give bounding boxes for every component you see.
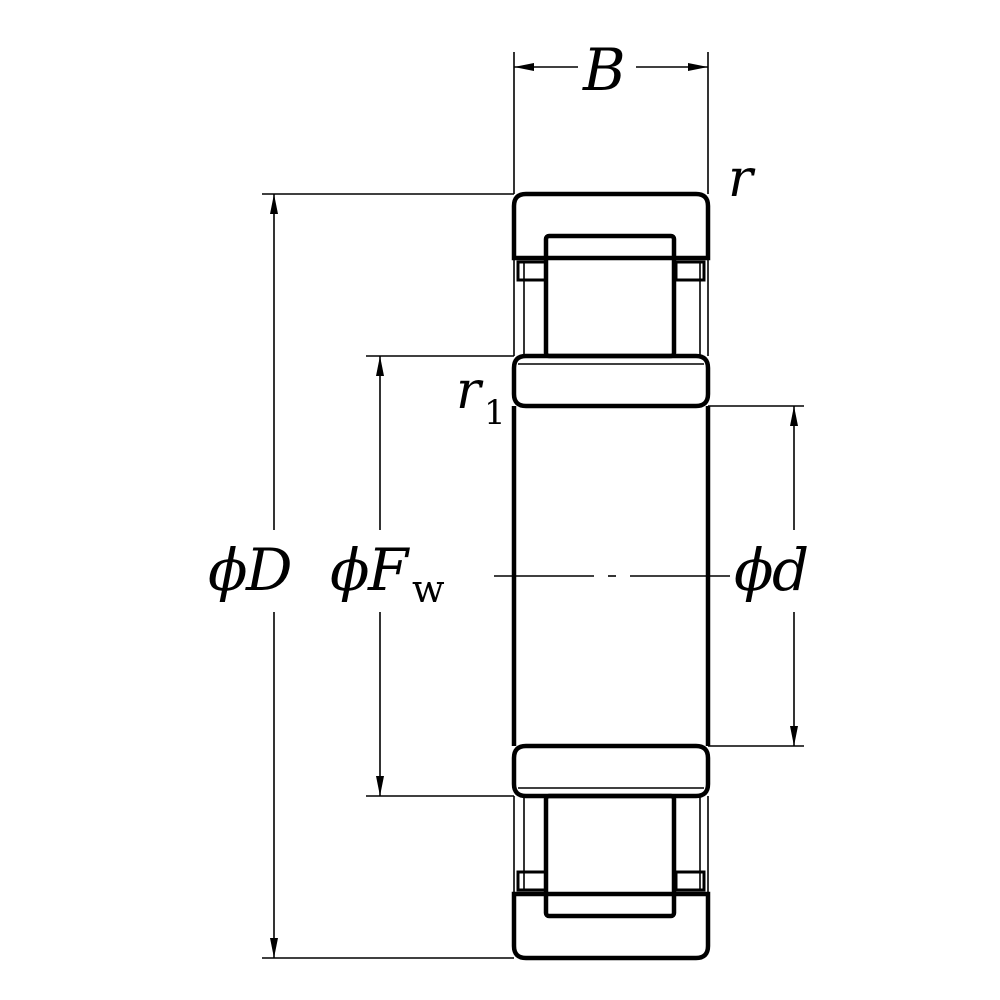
dimension-roller-diameter: ϕ F w [330,355,514,797]
dimension-outer-diameter: ϕ D [208,193,514,959]
roller-bottom [543,793,677,919]
cage-left-top [516,260,548,282]
cage-right-bottom [674,870,706,892]
svg-text:1: 1 [484,393,506,433]
svg-text:F: F [367,536,410,604]
lower-section [511,743,711,961]
dimension-b: B [513,36,709,194]
inner-ring-top [511,353,711,409]
label-corner-radius-r1: r 1 [456,361,506,433]
dimension-bore-diameter: ϕ d [708,405,809,747]
svg-text:d: d [772,536,809,604]
upper-section [511,191,711,409]
label-corner-radius-r: r [728,149,756,209]
inner-ring-bottom [511,743,711,799]
svg-text:D: D [245,536,293,604]
svg-text:ϕ: ϕ [330,536,370,604]
outer-ring-top [511,191,711,261]
svg-text:w: w [412,567,445,611]
svg-text:ϕ: ϕ [734,536,774,604]
svg-text:ϕ: ϕ [208,536,248,604]
cage-left-bottom [516,870,548,892]
outer-ring-bottom [511,891,711,961]
roller-top [543,233,677,359]
label-width-b: B [582,36,626,104]
svg-text:r: r [456,361,484,421]
